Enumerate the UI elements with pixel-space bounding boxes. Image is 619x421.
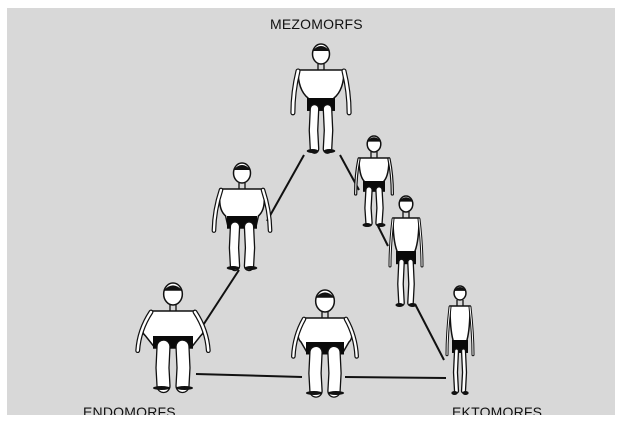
leg-right-fill — [183, 347, 184, 386]
foot-left — [395, 303, 403, 307]
foot-right — [324, 149, 336, 153]
foot-left — [306, 391, 322, 395]
somatotype-triangle — [7, 8, 615, 415]
foot-right — [462, 391, 468, 395]
leg-right-fill — [464, 351, 465, 391]
leg-left-fill — [314, 109, 315, 149]
body-figures — [138, 44, 473, 395]
leg-left-fill — [315, 352, 316, 391]
foot-left — [451, 391, 457, 395]
edge-top-right-2 — [378, 226, 388, 246]
figure-meso-ecto-2 — [390, 196, 422, 307]
leg-left-fill — [401, 262, 402, 303]
edge-top-right-3 — [415, 304, 444, 360]
foot-right — [176, 386, 193, 390]
figure-meso-endo-mid — [214, 163, 270, 270]
figure-meso-ecto-1 — [356, 136, 393, 227]
figure-endo-ecto-mid — [293, 290, 356, 395]
leg-right-fill — [334, 352, 335, 391]
foot-right — [245, 266, 258, 270]
somatotype-diagram: MEZOMORFS ENDOMORFS EKTOMORFS — [7, 8, 615, 415]
leg-left-fill — [456, 351, 457, 391]
figure-ectomorph-corner — [447, 286, 473, 395]
foot-left — [227, 266, 240, 270]
edge-top-left-upper — [267, 155, 304, 221]
leg-left-fill — [234, 227, 235, 266]
foot-left — [153, 386, 170, 390]
label-mesomorphs: MEZOMORFS — [270, 16, 363, 32]
leg-right-fill — [411, 262, 412, 303]
foot-left — [307, 149, 319, 153]
leg-left-fill — [368, 190, 369, 223]
edge-bottom-right — [345, 377, 446, 378]
figure-mesomorph-top — [293, 44, 349, 153]
label-ectomorphs: EKTOMORFS — [452, 404, 542, 415]
foot-left — [363, 223, 372, 227]
leg-left-fill — [163, 347, 164, 386]
foot-right — [328, 391, 344, 395]
leg-right-fill — [379, 190, 380, 223]
label-endomorphs: ENDOMORFS — [83, 404, 176, 415]
foot-right — [377, 223, 386, 227]
leg-right-fill — [328, 109, 329, 149]
edge-bottom-left — [196, 374, 302, 377]
foot-right — [408, 303, 416, 307]
leg-right-fill — [249, 227, 250, 266]
